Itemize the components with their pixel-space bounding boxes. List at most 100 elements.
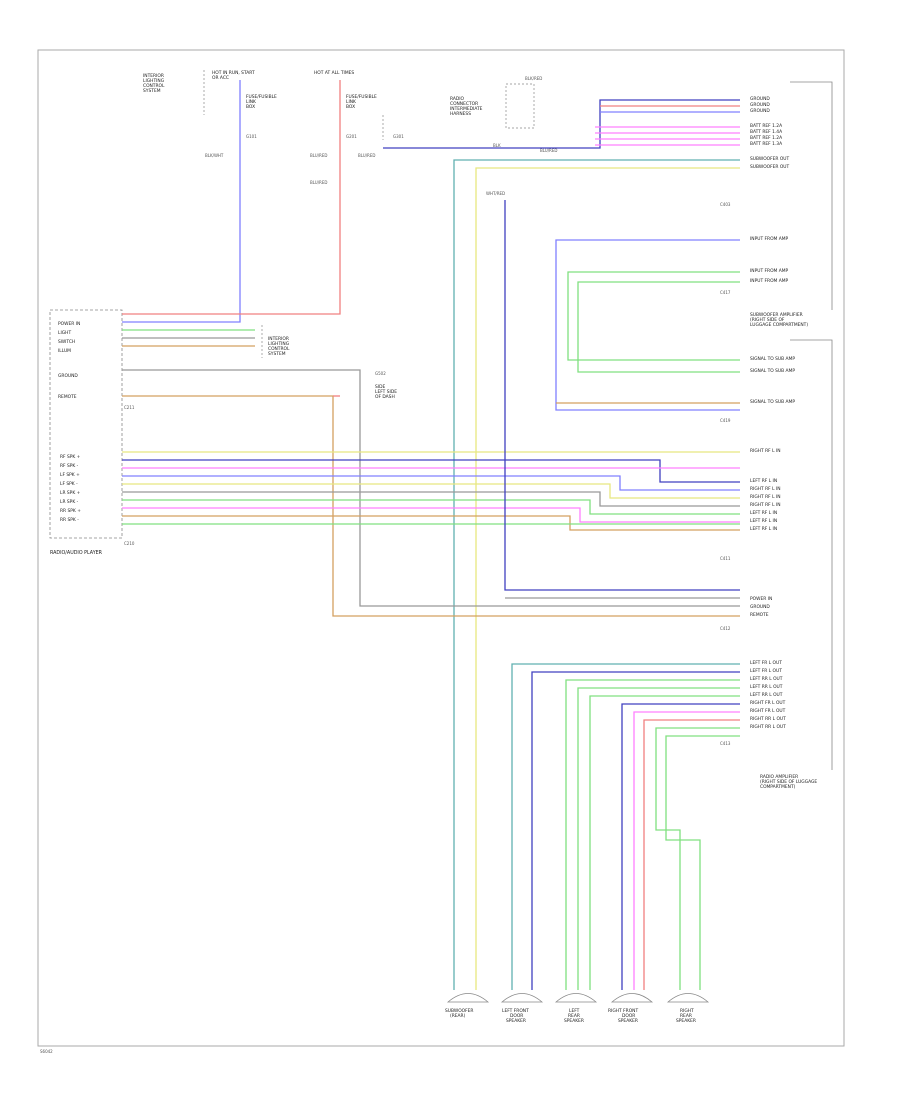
- wire-orange-19: [122, 395, 740, 617]
- svg-text:BATT REF 1.3A: BATT REF 1.3A: [750, 141, 782, 147]
- radio-amplifier: RIGHT RF L IN LEFT RF L IN RIGHT RF L IN…: [720, 448, 817, 790]
- svg-text:SPEAKER: SPEAKER: [506, 1018, 526, 1024]
- svg-text:SIGNAL TO SUB AMP: SIGNAL TO SUB AMP: [750, 399, 795, 405]
- svg-text:BOX: BOX: [346, 104, 355, 110]
- svg-text:LEFT FR L OUT: LEFT FR L OUT: [750, 668, 782, 674]
- svg-text:INPUT FROM AMP: INPUT FROM AMP: [750, 236, 789, 242]
- svg-text:LF SPK +: LF SPK +: [60, 472, 80, 478]
- speaker-right-front-door: RIGHT FRONT DOOR SPEAKER: [608, 993, 654, 1024]
- wire-green-36: [577, 687, 740, 990]
- svg-text:LEFT FRONT: LEFT FRONT: [502, 1008, 529, 1014]
- svg-text:GROUND: GROUND: [750, 108, 770, 114]
- wire-label-blu-red2: BLU/RED: [310, 180, 327, 185]
- svg-text:CONTROL: CONTROL: [143, 83, 165, 89]
- svg-text:DOOR: DOOR: [622, 1013, 635, 1019]
- svg-text:LR SPK -: LR SPK -: [60, 499, 79, 505]
- svg-text:LEFT RR L OUT: LEFT RR L OUT: [750, 676, 783, 682]
- svg-text:GROUND: GROUND: [750, 604, 770, 610]
- svg-text:POWER IN: POWER IN: [58, 321, 80, 327]
- svg-text:(RIGHT SIDE OF LUGGAGE: (RIGHT SIDE OF LUGGAGE: [760, 779, 817, 785]
- svg-text:CONNECTOR: CONNECTOR: [450, 101, 478, 107]
- svg-text:C417: C417: [720, 290, 731, 295]
- wire-green-12: [567, 271, 740, 361]
- svg-text:SUBWOOFER OUT: SUBWOOFER OUT: [750, 164, 790, 170]
- svg-text:INTERIOR: INTERIOR: [268, 336, 289, 342]
- svg-text:RIGHT FR L OUT: RIGHT FR L OUT: [750, 708, 786, 714]
- svg-text:G101: G101: [246, 134, 257, 139]
- svg-text:LEFT RR L OUT: LEFT RR L OUT: [750, 692, 783, 698]
- svg-text:C211: C211: [124, 405, 135, 410]
- wire-label-blu-red4: BLU/RED: [540, 148, 557, 153]
- svg-text:G201: G201: [346, 134, 357, 139]
- wire-navy-38: [621, 703, 740, 990]
- wire-yellow-10: [475, 167, 740, 990]
- left-unit: POWER IN LIGHT SWITCH ILLUM GROUND REMOT…: [49, 309, 397, 556]
- svg-text:BLK/RED: BLK/RED: [525, 76, 542, 81]
- radio-connector-harness: RADIO CONNECTOR INTERMEDIATE HARNESS BLK…: [450, 76, 542, 129]
- svg-text:SIGNAL TO SUB AMP: SIGNAL TO SUB AMP: [750, 368, 795, 374]
- wire-navy-34: [531, 671, 740, 990]
- svg-text:LUGGAGE COMPARTMENT): LUGGAGE COMPARTMENT): [750, 322, 808, 328]
- svg-text:RR SPK +: RR SPK +: [60, 508, 81, 514]
- svg-text:SIGNAL TO SUB AMP: SIGNAL TO SUB AMP: [750, 356, 795, 362]
- wire-blue-0: [122, 80, 241, 323]
- svg-text:LIGHTING: LIGHTING: [268, 341, 290, 347]
- svg-text:REMOTE: REMOTE: [58, 394, 77, 400]
- svg-text:SUBWOOFER AMPLIFIER: SUBWOOFER AMPLIFIER: [750, 312, 803, 318]
- subwoofer-amplifier: GROUND GROUND GROUND BATT REF 1.2A BATT …: [720, 81, 833, 770]
- svg-text:SPEAKER: SPEAKER: [618, 1018, 638, 1024]
- svg-text:SPEAKER: SPEAKER: [564, 1018, 584, 1024]
- wire-navy-31: [504, 200, 740, 591]
- svg-text:RF SPK -: RF SPK -: [60, 463, 79, 469]
- svg-text:POWER IN: POWER IN: [750, 596, 772, 602]
- svg-text:RIGHT FR L OUT: RIGHT FR L OUT: [750, 700, 786, 706]
- wire-navy-2: [383, 99, 740, 149]
- svg-text:OR ACC: OR ACC: [212, 75, 229, 81]
- svg-text:RIGHT RF L IN: RIGHT RF L IN: [750, 502, 781, 508]
- svg-text:FUSE/FUSIBLE: FUSE/FUSIBLE: [246, 94, 277, 100]
- svg-text:C419: C419: [720, 418, 731, 423]
- svg-text:LEFT SIDE: LEFT SIDE: [375, 389, 397, 395]
- svg-text:SYSTEM: SYSTEM: [143, 88, 161, 94]
- svg-text:BATT REF 1.2A: BATT REF 1.2A: [750, 135, 782, 141]
- svg-text:INPUT FROM AMP: INPUT FROM AMP: [750, 268, 789, 274]
- svg-text:RIGHT: RIGHT: [680, 1008, 694, 1014]
- svg-text:RADIO AMPLIFIER: RADIO AMPLIFIER: [760, 774, 798, 780]
- svg-text:INTERIOR: INTERIOR: [143, 73, 164, 79]
- wire-blue-24: [122, 475, 740, 491]
- svg-text:C413: C413: [720, 741, 731, 746]
- wire-green-41: [655, 727, 740, 990]
- wire-green-13: [577, 281, 740, 373]
- wire-gray-26: [122, 491, 740, 507]
- svg-text:LINK: LINK: [346, 99, 356, 105]
- wire-red-40: [643, 719, 740, 990]
- svg-text:LR SPK +: LR SPK +: [60, 490, 81, 496]
- wire-teal-33: [511, 663, 740, 990]
- wire-green-42: [665, 735, 740, 990]
- wire-teal-9: [453, 159, 740, 990]
- svg-text:RF SPK +: RF SPK +: [60, 454, 81, 460]
- svg-text:G502: G502: [375, 371, 386, 376]
- svg-text:INTERMEDIATE: INTERMEDIATE: [450, 106, 483, 112]
- svg-text:RIGHT RR L OUT: RIGHT RR L OUT: [750, 724, 786, 730]
- svg-text:SUBWOOFER OUT: SUBWOOFER OUT: [750, 156, 790, 162]
- svg-text:ILLUM: ILLUM: [58, 348, 71, 354]
- svg-text:RIGHT RF L IN: RIGHT RF L IN: [750, 486, 781, 492]
- wire-navy-22: [122, 459, 740, 483]
- svg-text:BATT REF 1.2A: BATT REF 1.2A: [750, 123, 782, 129]
- fuse-b: HOT AT ALL TIMES FUSE/FUSIBLE LINK BOX G…: [314, 70, 404, 140]
- svg-text:REAR: REAR: [568, 1013, 580, 1019]
- svg-text:HOT IN RUN, START: HOT IN RUN, START: [212, 70, 255, 76]
- svg-text:INPUT FROM AMP: INPUT FROM AMP: [750, 278, 789, 284]
- svg-text:LF SPK -: LF SPK -: [60, 481, 78, 487]
- svg-text:SUBWOOFER: SUBWOOFER: [445, 1008, 473, 1014]
- svg-text:REMOTE: REMOTE: [750, 612, 769, 618]
- wire-label-blu-red3: BLU/RED: [358, 153, 375, 158]
- svg-text:REAR: REAR: [680, 1013, 692, 1019]
- speaker-subwoofer: SUBWOOFER (REAR): [445, 993, 490, 1019]
- svg-text:LINK: LINK: [246, 99, 256, 105]
- speaker-right-rear: RIGHT REAR SPEAKER: [666, 993, 710, 1024]
- wire-red-1: [122, 80, 341, 315]
- interior-lighting-top: INTERIOR LIGHTING CONTROL SYSTEM: [143, 70, 205, 115]
